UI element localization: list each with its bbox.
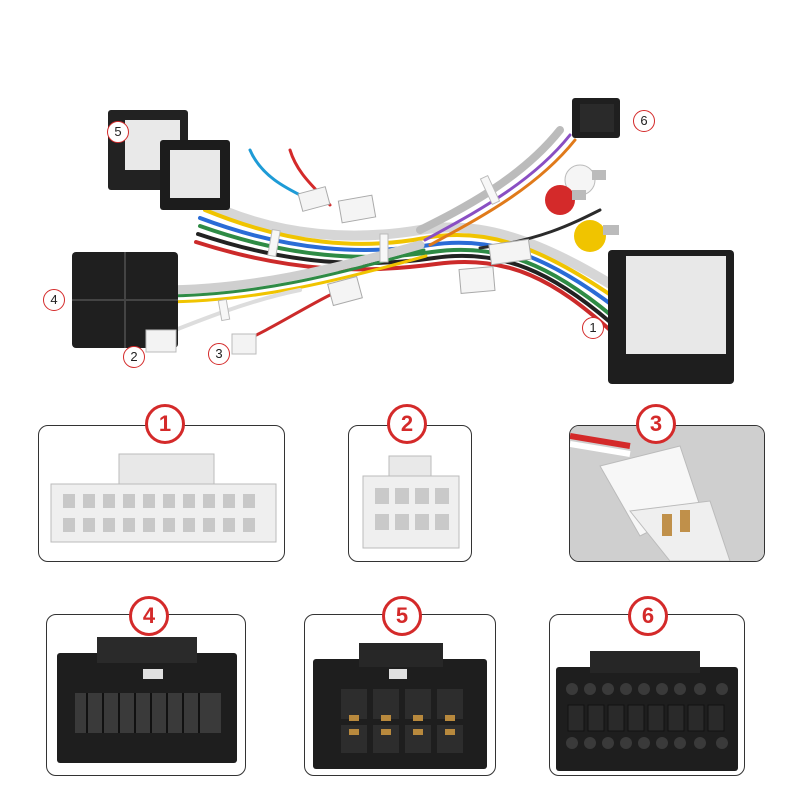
detail-panel-1 (38, 425, 285, 562)
panel-badge-5: 5 (382, 596, 422, 636)
callout-6: 6 (633, 110, 655, 132)
decoder-box (608, 250, 734, 384)
rca-plugs (545, 164, 619, 252)
connector-2-photo (362, 455, 460, 549)
callout-2: 2 (123, 346, 145, 368)
detail-panel-2 (348, 425, 472, 562)
panel-badge-2: 2 (387, 404, 427, 444)
connector-6-main (572, 98, 620, 138)
panel-badge-3: 3 (636, 404, 676, 444)
zip-ties (217, 174, 501, 322)
connector-5-photo (313, 643, 487, 769)
callout-4: 4 (43, 289, 65, 311)
connector-3-photo (570, 426, 764, 561)
callout-1: 1 (582, 317, 604, 339)
callout-3: 3 (208, 343, 230, 365)
cable-labels (297, 186, 532, 307)
panel-badge-6: 6 (628, 596, 668, 636)
panel-badge-4: 4 (129, 596, 169, 636)
connector-4-main (72, 252, 178, 348)
detail-panel-6 (549, 614, 745, 776)
callout-5: 5 (107, 121, 129, 143)
connector-4-photo (57, 637, 237, 763)
connector-6-photo (556, 651, 738, 771)
panel-badge-1: 1 (145, 404, 185, 444)
small-plugs (145, 329, 257, 355)
detail-panel-3 (569, 425, 765, 562)
connector-1-photo (50, 453, 277, 543)
detail-panel-4 (46, 614, 246, 776)
detail-panel-5 (304, 614, 496, 776)
